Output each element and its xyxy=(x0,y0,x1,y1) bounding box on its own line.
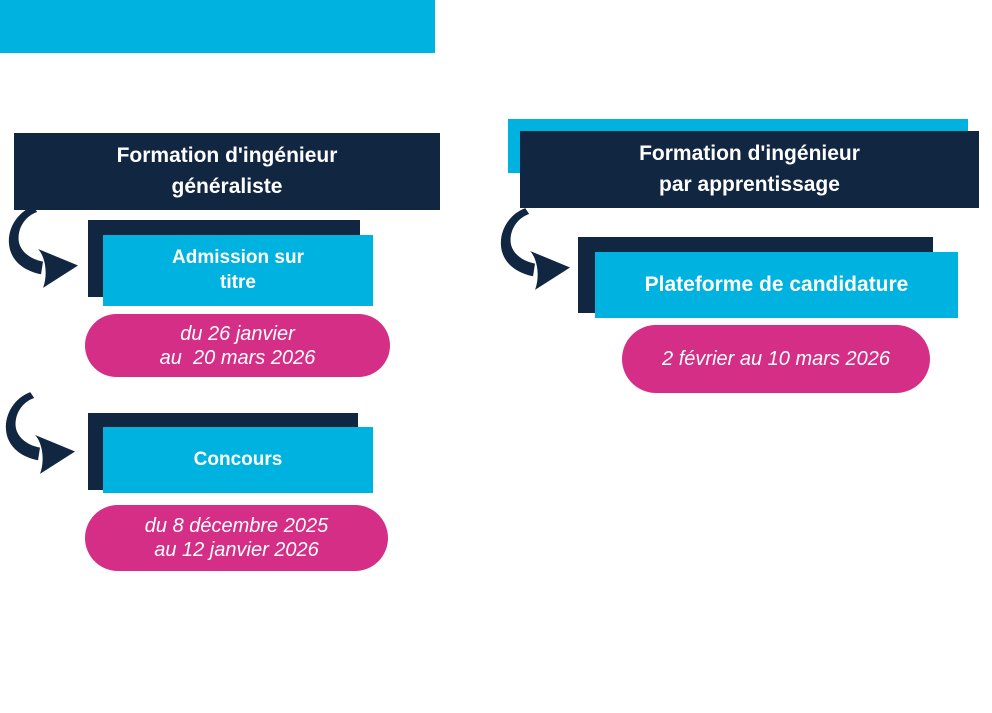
curved-arrow-icon xyxy=(498,206,572,294)
date-badge-plateforme-candidature: 2 février au 10 mars 2026 xyxy=(622,325,930,393)
header-accent-bar-generaliste xyxy=(0,0,435,53)
step-box-plateforme-candidature: Plateforme de candidature xyxy=(595,252,958,318)
step-box-concours: Concours xyxy=(103,427,373,493)
date-badge-admission-sur-titre: du 26 janvier au 20 mars 2026 xyxy=(85,314,390,377)
column-header-generaliste: Formation d'ingénieur généraliste xyxy=(14,133,440,210)
curved-arrow-icon xyxy=(6,206,80,290)
date-badge-concours: du 8 décembre 2025 au 12 janvier 2026 xyxy=(85,505,388,571)
column-header-apprentissage: Formation d'ingénieur par apprentissage xyxy=(520,131,979,208)
curved-arrow-icon xyxy=(3,392,77,476)
step-box-admission-sur-titre: Admission sur titre xyxy=(103,235,373,306)
